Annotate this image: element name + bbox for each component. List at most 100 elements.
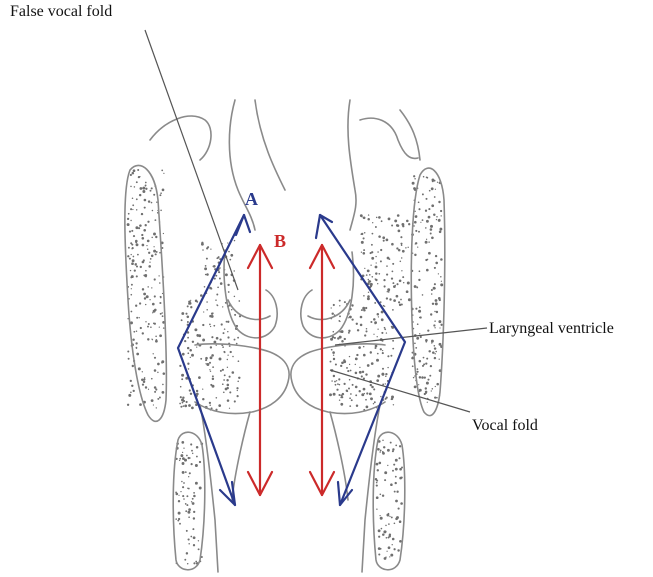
- stipple-dot: [339, 321, 340, 322]
- stipple-dot: [413, 225, 414, 226]
- stipple-dot: [129, 258, 131, 260]
- stipple-dot: [211, 336, 213, 338]
- stipple-dot: [143, 378, 145, 380]
- stipple-dot: [412, 182, 415, 185]
- stipple-dot: [185, 471, 187, 473]
- stipple-dot: [417, 323, 419, 325]
- stipple-dot: [368, 214, 369, 215]
- stipple-dot: [147, 286, 149, 288]
- stipple-dot: [370, 321, 372, 323]
- stipple-dot: [348, 330, 350, 332]
- stipple-dot: [135, 263, 136, 264]
- stipple-dot: [425, 210, 427, 212]
- stipple-dot: [196, 393, 199, 396]
- stipple-dot: [223, 391, 225, 393]
- stipple-dot: [213, 341, 216, 344]
- stipple-dot: [439, 359, 440, 360]
- stipple-dot: [333, 331, 335, 333]
- stipple-dot: [382, 236, 385, 239]
- stipple-dot: [142, 332, 144, 334]
- stipple-dot: [362, 371, 364, 373]
- stipple-dot: [229, 408, 230, 409]
- stipple-dot: [435, 299, 438, 302]
- stipple-dot: [382, 368, 384, 370]
- stipple-dot: [190, 536, 192, 538]
- stipple-dot: [390, 483, 393, 486]
- stipple-dot: [349, 356, 350, 357]
- stipple-dot: [361, 375, 363, 377]
- stipple-dot: [188, 300, 191, 303]
- stipple-dot: [430, 233, 432, 235]
- stipple-dot: [195, 464, 198, 467]
- stipple-dot: [398, 508, 400, 510]
- stipple-dot: [382, 352, 384, 354]
- stipple-dot: [186, 552, 188, 554]
- stipple-dot: [139, 176, 140, 177]
- stipple-dot: [227, 399, 230, 402]
- stipple-dot: [231, 309, 232, 310]
- stipple-dot: [366, 406, 369, 409]
- stipple-dot: [232, 371, 235, 374]
- stipple-dot: [348, 317, 349, 318]
- stipple-dot: [431, 204, 434, 207]
- stipple-dot: [418, 208, 420, 210]
- stipple-dot: [414, 285, 417, 288]
- stipple-dot: [127, 350, 129, 352]
- stipple-dot: [178, 495, 179, 496]
- stipple-dot: [163, 233, 164, 234]
- stipple-dot: [440, 210, 442, 212]
- stipple-dot: [187, 488, 188, 489]
- stipple-dot: [181, 441, 184, 444]
- stipple-dot: [370, 384, 372, 386]
- stipple-dot: [138, 227, 140, 229]
- stipple-dot: [228, 251, 230, 253]
- stipple-dot: [153, 323, 155, 325]
- stipple-dot: [209, 405, 210, 406]
- stipple-dot: [131, 385, 133, 387]
- stipple-dot: [371, 362, 374, 365]
- stipple-dot: [226, 387, 228, 389]
- stipple-dot: [132, 209, 133, 210]
- stipple-dot: [349, 379, 351, 381]
- stipple-dot: [206, 309, 208, 311]
- stipple-dot: [434, 196, 436, 198]
- stipple-dot: [431, 390, 432, 391]
- stipple-dot: [149, 299, 150, 300]
- stipple-dot: [400, 502, 403, 505]
- stipple-dot: [186, 495, 188, 497]
- stipple-dot: [441, 281, 442, 282]
- stipple-dot: [384, 328, 386, 330]
- stipple-dot: [419, 360, 422, 363]
- stipple-dot: [187, 316, 190, 319]
- stipple-dot: [347, 370, 349, 372]
- stipple-dot: [181, 378, 183, 380]
- stipple-dot: [152, 312, 153, 313]
- stipple-dot: [370, 351, 372, 353]
- stipple-dot: [193, 562, 195, 564]
- stipple-dot: [422, 219, 424, 221]
- stipple-dot: [132, 338, 134, 340]
- stipple-dot: [370, 265, 371, 266]
- stipple-dot: [406, 220, 409, 223]
- stipple-dot: [363, 237, 365, 239]
- stipple-dot: [216, 397, 218, 399]
- stipple-dot: [191, 450, 193, 452]
- stipple-dot: [185, 510, 187, 512]
- stipple-dot: [386, 239, 389, 242]
- stipple-dot: [209, 324, 211, 326]
- stipple-dot: [427, 330, 429, 332]
- stipple-dot: [154, 278, 156, 280]
- stipple-dot: [377, 329, 378, 330]
- stipple-dot: [180, 491, 181, 492]
- stipple-dot: [373, 318, 376, 321]
- stipple-dot: [392, 309, 394, 311]
- stipple-dot: [157, 363, 160, 366]
- stipple-dot: [391, 225, 393, 227]
- stipple-dot: [127, 404, 129, 406]
- stipple-dot: [419, 270, 421, 272]
- stipple-dot: [363, 388, 366, 391]
- stipple-dot: [412, 365, 414, 367]
- stipple-dot: [131, 230, 133, 232]
- stipple-dot: [134, 186, 136, 188]
- right-ventricle-inner: [308, 300, 350, 319]
